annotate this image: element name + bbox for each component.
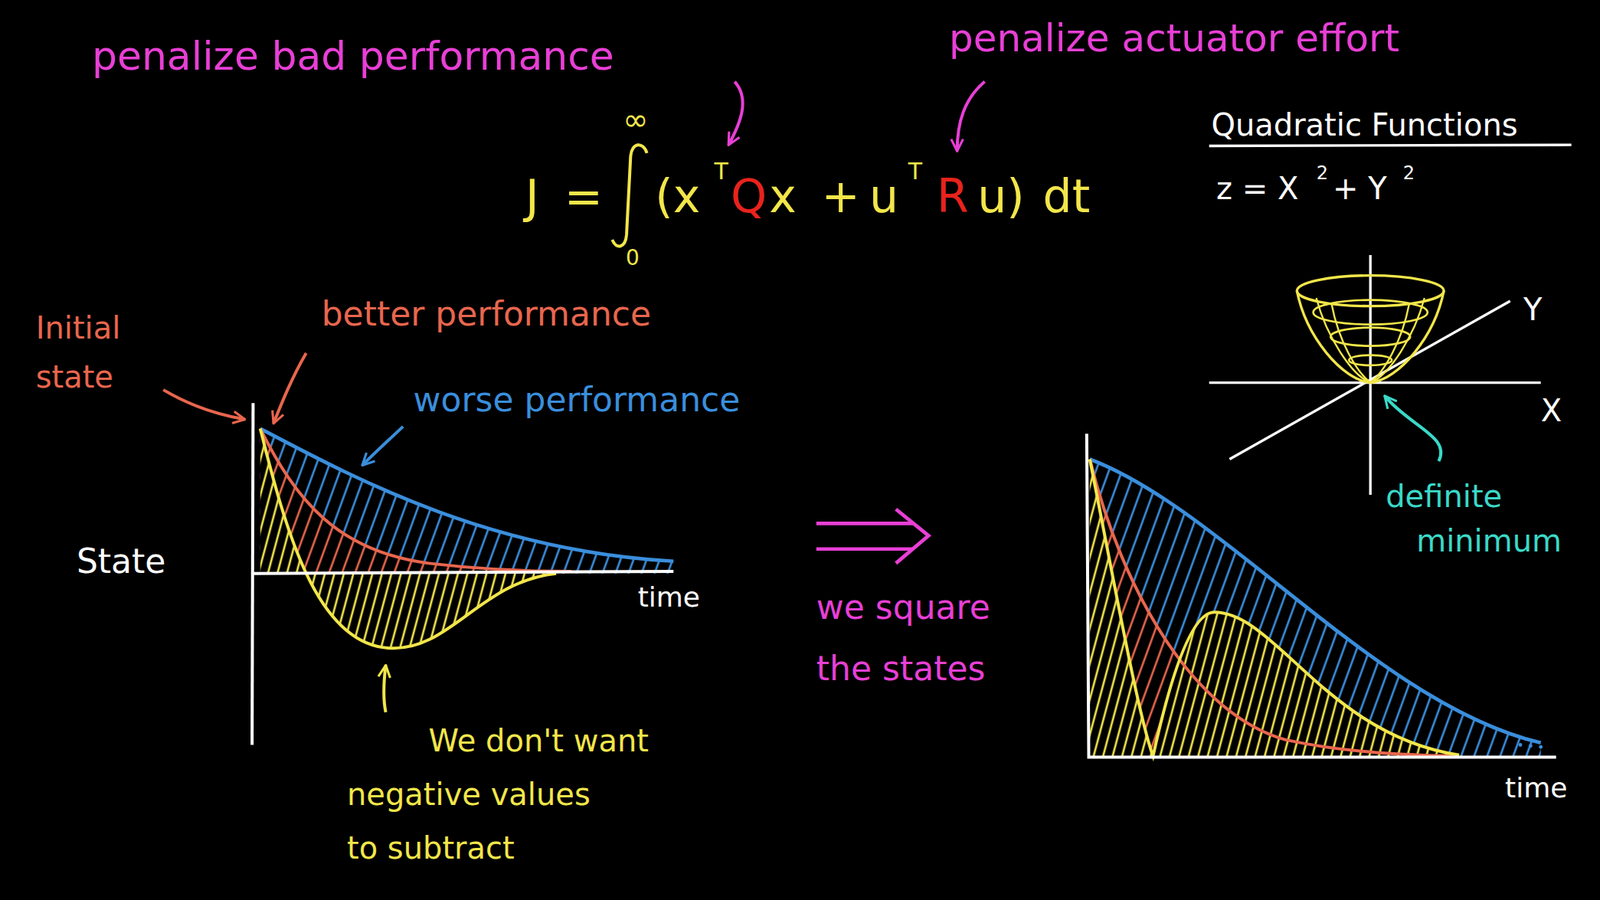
leader-arrow <box>163 389 246 420</box>
leader-arrow <box>383 665 387 713</box>
callout-note: Initial state <box>35 303 122 402</box>
axis-label: X <box>1541 393 1562 428</box>
bowl-side <box>1296 291 1444 383</box>
axis-label: State <box>76 543 166 580</box>
axis-label: time <box>1505 772 1568 804</box>
transpose-mark: T <box>908 158 923 184</box>
weight-matrix: R <box>936 170 969 222</box>
bowl-ring <box>1330 327 1411 347</box>
integral-limit: ∞ <box>622 102 648 137</box>
trail-dot <box>1538 745 1543 750</box>
worse-area <box>260 428 675 574</box>
text-line: state <box>35 352 122 402</box>
axis-line <box>252 571 674 574</box>
equation-term: u) <box>977 170 1025 222</box>
text-line: Initial <box>35 303 122 353</box>
axis-label: time <box>638 582 701 613</box>
trail-dot <box>1518 742 1523 747</box>
formula-term: z = X <box>1216 171 1299 206</box>
leader-arrow <box>362 426 403 466</box>
exponent: 2 <box>1316 163 1329 184</box>
callout-arrow <box>728 81 743 146</box>
equation-term: J <box>525 170 540 222</box>
axis-line <box>251 402 253 745</box>
leader-arrow <box>273 353 307 424</box>
text-line: definite <box>1385 474 1562 519</box>
better-curve <box>260 428 572 573</box>
callout-note: penalize bad performance <box>91 34 615 79</box>
weight-matrix: Q <box>730 170 767 222</box>
integral-sign <box>611 144 647 246</box>
callout-note: worse performance <box>413 381 741 419</box>
callout-note: penalize actuator effort <box>948 17 1400 60</box>
formula-term: + Y <box>1332 171 1388 206</box>
text-line: We don't want <box>346 713 649 768</box>
callout-arrow <box>957 81 985 152</box>
callout-note: we square the states <box>816 576 991 698</box>
better-area <box>260 428 572 574</box>
callout-arrow <box>1384 395 1442 462</box>
callout-note: better performance <box>321 295 652 333</box>
equation-term: (x <box>654 170 701 222</box>
axis-label: Y <box>1523 292 1542 327</box>
text-line: we square <box>816 576 991 638</box>
exponent: 2 <box>1403 163 1415 184</box>
integral-limit: 0 <box>625 246 640 271</box>
oscillating-area <box>260 428 557 649</box>
text-line: to subtract <box>346 821 649 875</box>
equation-term: u <box>869 170 899 222</box>
bowl-ring <box>1313 300 1428 325</box>
bowl-rim <box>1296 275 1444 307</box>
trail-dot <box>1528 743 1533 748</box>
equation-term: dt <box>1043 170 1091 222</box>
section-heading: Quadratic Functions <box>1210 107 1518 142</box>
text-line: minimum <box>1385 518 1562 563</box>
worse-curve <box>260 428 675 562</box>
equation-term: + <box>821 170 860 222</box>
equation-term: = <box>564 170 603 222</box>
transpose-mark: T <box>714 158 729 184</box>
text-line: the states <box>816 638 991 699</box>
callout-note: We don't want negative values to subtrac… <box>346 713 649 875</box>
axis-line <box>1369 255 1372 495</box>
title-underline <box>1209 144 1572 146</box>
bowl-meridian <box>1316 297 1425 383</box>
equation-term: x <box>768 170 797 222</box>
implies-arrow <box>816 509 930 564</box>
callout-note: definite minimum <box>1385 474 1562 563</box>
oscillating-area <box>260 428 557 649</box>
better-area <box>260 428 572 574</box>
oscillating-curve <box>260 428 557 649</box>
text-line: negative values <box>346 767 649 822</box>
